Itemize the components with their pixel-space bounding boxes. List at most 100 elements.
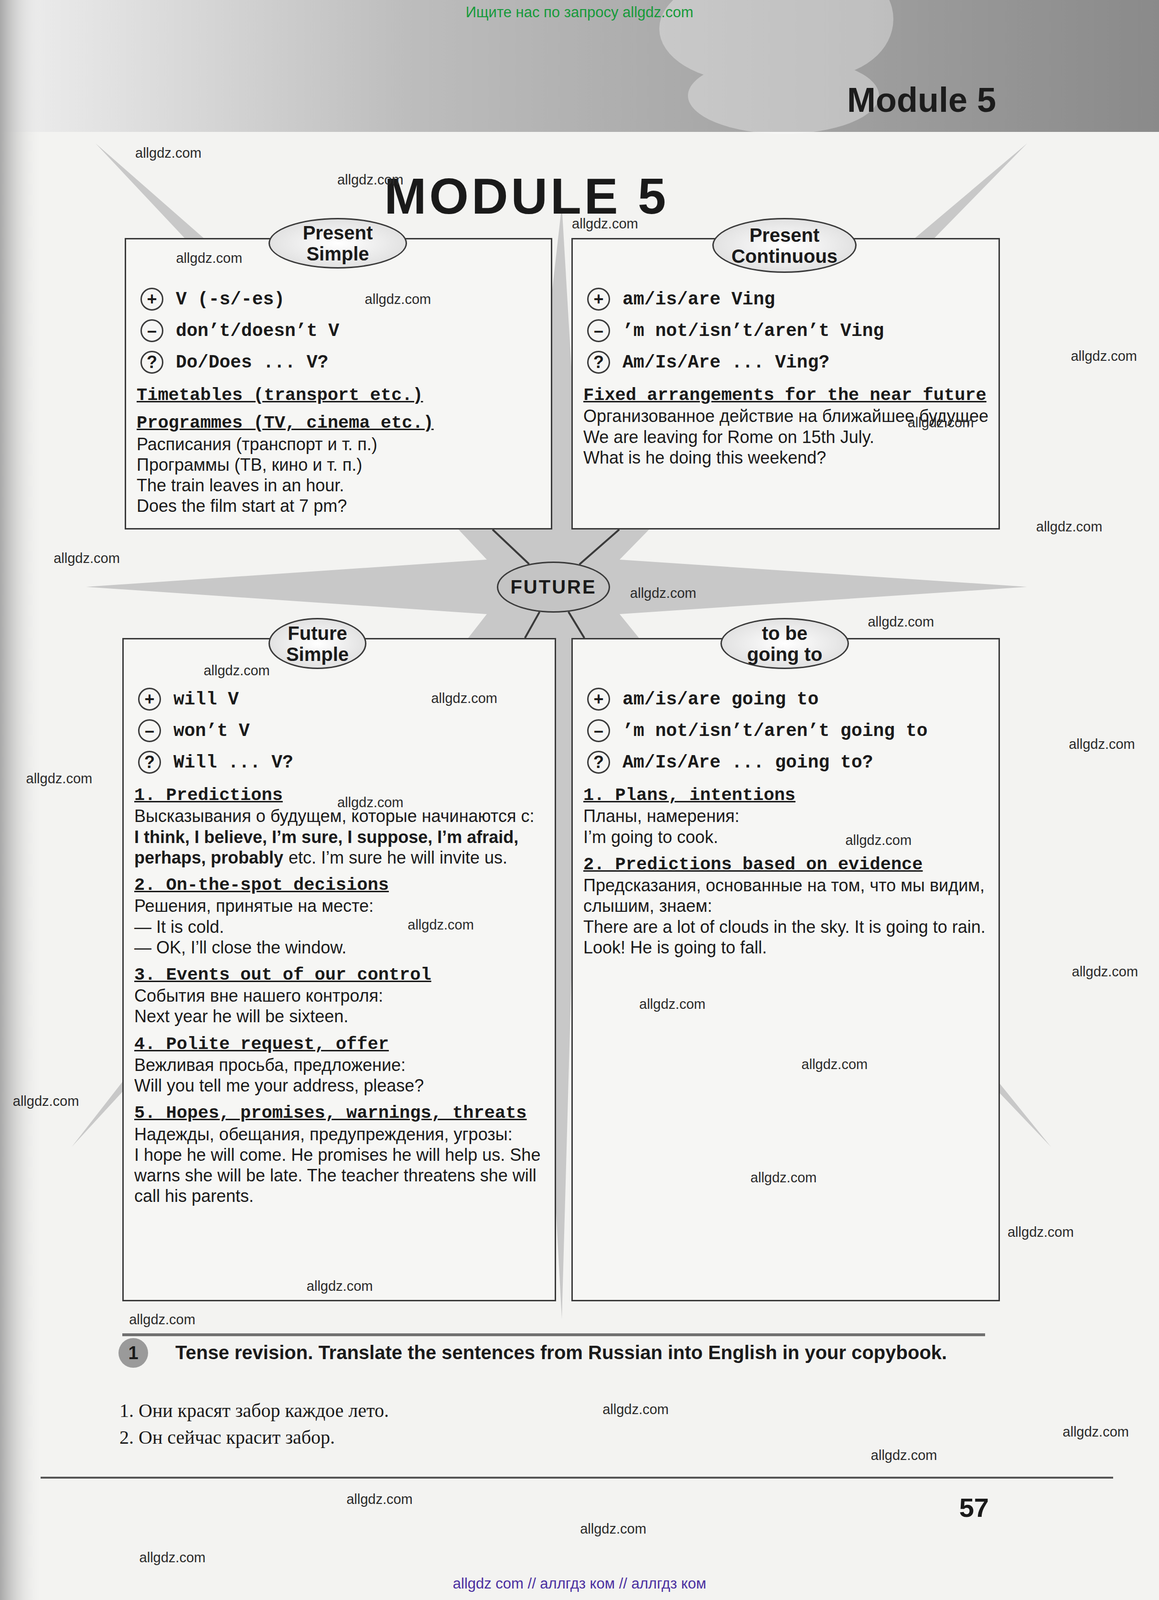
box-content: +will V–won’t V?Will ... V?1. Prediction… (134, 683, 546, 1207)
body-text: Надежды, обещания, предупреждения, угроз… (134, 1124, 513, 1144)
body-text: Планы, намерения: (583, 805, 740, 826)
text-line: What is he doing this weekend? (583, 447, 989, 468)
formula-row: –don’t/doesn’t V (136, 314, 542, 347)
sign-circle: ? (140, 350, 164, 374)
sign: + (593, 290, 604, 308)
site-watermark: allgdz.com (870, 1447, 938, 1463)
site-watermark: allgdz.com (579, 1520, 647, 1537)
body-text: События вне нашего контроля: (134, 985, 384, 1006)
body-text: Look! He is going to fall. (583, 937, 767, 957)
sign-circle: + (140, 287, 164, 311)
body-text: Решения, принятые на месте: (134, 895, 374, 916)
sign: + (146, 290, 157, 308)
body-text: I hope he will come. He promises he will… (134, 1144, 541, 1206)
tense-box: +am/is/are Ving–’m not/isn’t/aren’t Ving… (571, 237, 1000, 530)
starburst-ray (492, 529, 529, 564)
use-heading: Timetables (transport etc.) (136, 385, 424, 406)
site-watermark: allgdz.com (139, 1548, 206, 1565)
formula-row: ?Am/Is/Are ... going to? (583, 746, 989, 778)
site-watermark: allgdz.com (337, 171, 404, 188)
tense-box: +V (-s/-es)–don’t/doesn’t V? Do/Does ... … (124, 237, 553, 530)
tense-name: Present Continuous (725, 224, 844, 267)
formula-row: –’m not/isn’t/aren’t Ving (583, 314, 989, 347)
site-watermark: allgdz.com (845, 831, 912, 848)
box-content: +am/is/are Ving–’m not/isn’t/aren’t Ving… (583, 283, 989, 468)
site-watermark: allgdz.com (175, 250, 243, 267)
formula-text: Do/Does ... V? (175, 352, 329, 373)
text-line: События вне нашего контроля: (134, 985, 546, 1006)
module-title: MODULE 5 (0, 167, 1053, 226)
sign-circle: – (587, 319, 611, 343)
body-text: — OK, I’ll close the window. (134, 937, 347, 957)
site-watermark: allgdz.com (1070, 348, 1138, 365)
sign-circle: – (587, 719, 611, 742)
starburst-ray (525, 611, 540, 638)
site-watermark: allgdz.com (135, 145, 202, 161)
text-line: Предсказания, основанные на том, что мы … (583, 874, 989, 916)
sign-circle: + (138, 687, 161, 711)
body-text: Does the film start at 7 pm? (136, 495, 347, 516)
site-watermark: allgdz.com (602, 1401, 669, 1417)
text-line: 2. On-the-spot decisions (134, 874, 546, 896)
text-line: I hope he will come. He promises he will… (134, 1144, 546, 1207)
formula-text: won’t V (173, 720, 250, 741)
header-band (0, 0, 1159, 132)
text-line: Fixed arrangements for the near future (583, 384, 989, 406)
sign-circle: ? (587, 350, 611, 374)
text-line: Вежливая просьба, предложение: (134, 1054, 546, 1075)
text-line: 5. Hopes, promises, warnings, threats (134, 1102, 546, 1124)
sign-circle: + (587, 687, 611, 711)
formula-row: +V (-s/-es) (136, 283, 542, 315)
text-line: Timetables (transport etc.) (136, 384, 542, 406)
tense-name-oval: to be going to (720, 617, 849, 669)
use-heading: Fixed arrangements for the near future (583, 385, 987, 406)
site-watermark: allgdz.com (26, 770, 93, 787)
use-heading: 5. Hopes, promises, warnings, threats (134, 1102, 527, 1123)
exercise-rules (40, 1332, 1114, 1479)
site-watermark: allgdz.com (1007, 1223, 1074, 1240)
text-line: Решения, принятые на месте: (134, 895, 546, 916)
text-line: 3. Events out of our control (134, 964, 546, 986)
formula-row: ? Am/Is/Are ... Ving? (583, 346, 989, 378)
sign-circle: + (587, 287, 611, 311)
text-line: 2. Predictions based on evidence (583, 853, 989, 875)
text-line: 4. Polite request, offer (134, 1033, 546, 1055)
tense-name: Present Simple (281, 222, 395, 265)
text-line: — It is cold. (134, 916, 546, 937)
exercise-number: 1 (118, 1337, 149, 1368)
site-watermark: allgdz.com (306, 1277, 374, 1294)
starburst (71, 143, 1052, 1319)
page-gutter (0, 0, 43, 1600)
formula-row: ? Will ... V? (134, 746, 546, 778)
formula-row: ? Do/Does ... V? (136, 346, 542, 378)
tense-name-oval: Present Simple (268, 217, 408, 269)
formula-text: Am/Is/Are ... Ving? (622, 352, 830, 373)
sign: ? (593, 753, 604, 771)
site-watermark: allgdz.com (801, 1056, 869, 1073)
body-text: Вежливая просьба, предложение: (134, 1054, 406, 1075)
sign: + (144, 690, 155, 708)
body-text: Next year he will be sixteen. (134, 1006, 349, 1026)
exercise-number-text: 1 (128, 1342, 139, 1363)
site-watermark: allgdz.com (430, 689, 498, 706)
formula-row: +am/is/are going to (583, 683, 989, 715)
sign: ? (593, 353, 604, 371)
site-watermark: allgdz.com (346, 1491, 413, 1507)
sign: ? (144, 753, 155, 771)
text-line: Look! He is going to fall. (583, 936, 989, 958)
sign: – (147, 321, 157, 340)
site-watermark: allgdz.com (571, 215, 639, 232)
search-watermark: Ищите нас по запросу allgdz.com (465, 3, 694, 22)
site-watermark: allgdz.com (1036, 518, 1103, 535)
text-line: Programmes (TV, cinema etc.) (136, 412, 542, 434)
formula-text: will V (173, 688, 239, 710)
text-line: Next year he will be sixteen. (134, 1005, 546, 1027)
use-heading: 4. Polite request, offer (134, 1033, 389, 1054)
formula-text: Will ... V? (173, 751, 294, 773)
text-line: I’m going to cook. (583, 826, 989, 848)
body-text: Will you tell me your address, please? (134, 1075, 424, 1095)
formula-text: ’m not/isn’t/aren’t Ving (622, 320, 884, 342)
use-heading: 2. On-the-spot decisions (134, 874, 389, 895)
body-text: — It is cold. (134, 916, 225, 937)
sign: – (144, 721, 155, 740)
